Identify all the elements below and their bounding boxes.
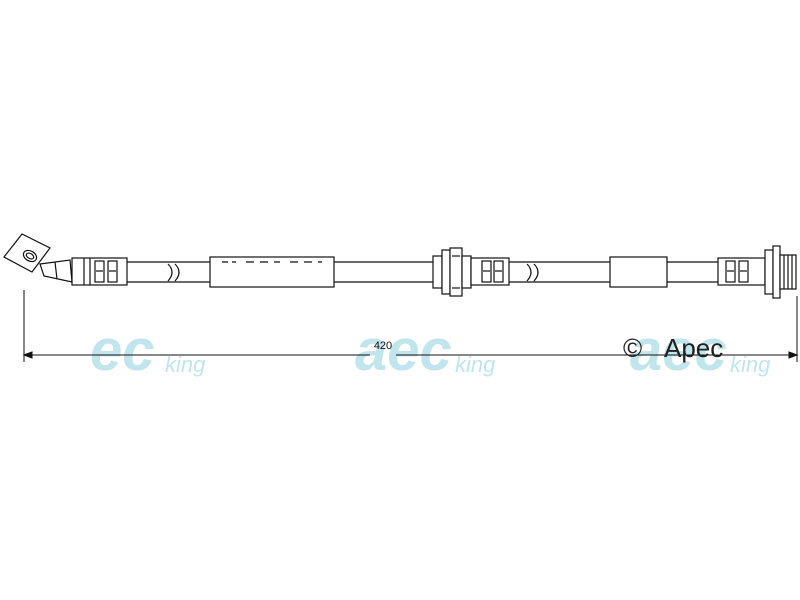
brake-hose (3, 233, 797, 299)
left-crimp-ferrule (71, 257, 128, 286)
hose-section-left (127, 256, 433, 288)
watermark-center: aec king (355, 318, 496, 383)
svg-text:king: king (730, 352, 771, 377)
svg-text:aec: aec (630, 318, 727, 383)
left-banjo-fitting (3, 233, 73, 283)
overall-length-dimension (22, 290, 799, 362)
right-end-fitting (717, 245, 797, 299)
dimension-label: 420 (374, 340, 392, 352)
svg-text:king: king (455, 352, 496, 377)
watermark-left: ec king (90, 318, 206, 383)
hose-section-right (509, 256, 718, 288)
center-bracket-fitting (432, 247, 510, 297)
watermark-right: aec king (630, 318, 771, 383)
copyright-brand: Apec (664, 333, 723, 363)
svg-text:aec: aec (355, 318, 452, 383)
svg-text:king: king (165, 352, 206, 377)
copyright-symbol: © (623, 333, 642, 363)
svg-text:ec: ec (90, 318, 155, 383)
